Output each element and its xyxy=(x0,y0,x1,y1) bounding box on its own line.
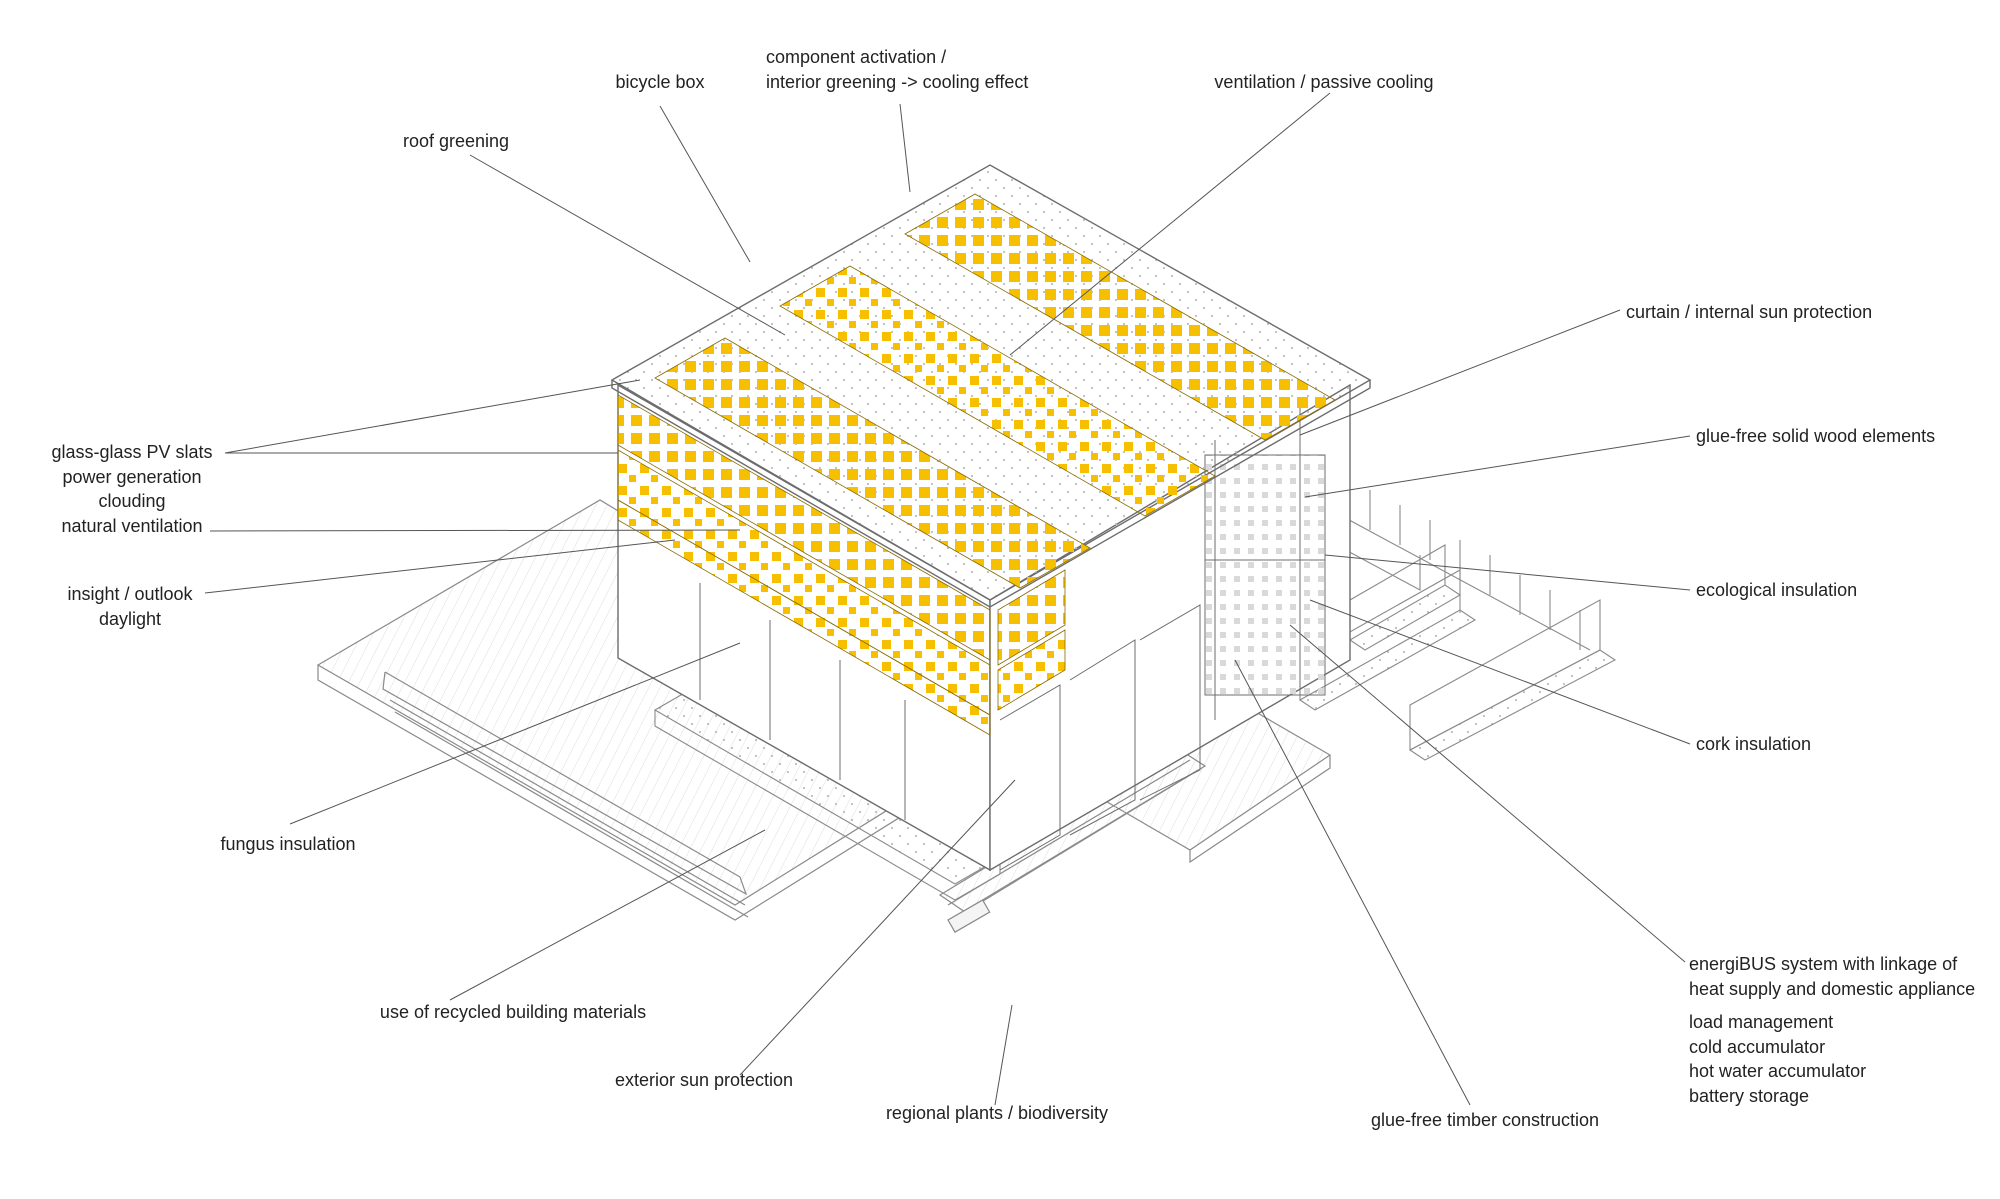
label-timber-construction: glue-free timber construction xyxy=(1371,1108,1599,1133)
label-line: cork insulation xyxy=(1696,734,1812,754)
label-glue-free-wood: glue-free solid wood elements xyxy=(1696,424,1935,449)
label-glass-pv: glass-glass PV slats power generation cl… xyxy=(51,440,212,538)
label-regional-plants: regional plants / biodiversity xyxy=(886,1101,1108,1126)
front-deck-edge xyxy=(317,665,1001,921)
pv-corner-lower xyxy=(997,629,1066,711)
label-exterior-sun: exterior sun protection xyxy=(615,1068,793,1093)
label-line: battery storage xyxy=(1689,1085,1810,1106)
deck-steps-left xyxy=(382,671,748,896)
label-line: power generation xyxy=(62,466,202,487)
label-line: curtain / internal sun protection xyxy=(1626,302,1873,322)
label-ventilation: ventilation / passive cooling xyxy=(1214,70,1433,95)
bench xyxy=(947,899,991,933)
label-line: ecological insulation xyxy=(1696,580,1858,600)
label-line: heat supply and domestic appliance xyxy=(1689,978,1976,999)
label-line: glue-free timber construction xyxy=(1370,1110,1600,1130)
label-ecological-insulation: ecological insulation xyxy=(1696,578,1857,603)
label-storage: load management cold accumulator hot wat… xyxy=(1689,1010,1866,1108)
label-line: regional plants / biodiversity xyxy=(885,1103,1109,1123)
leader-lines xyxy=(204,92,1691,1106)
pv-band-lower xyxy=(617,499,991,736)
label-line: ventilation / passive cooling xyxy=(1214,72,1434,92)
planter-right-3 xyxy=(1408,649,1617,761)
label-component-activation: component activation / interior greening… xyxy=(766,45,1028,94)
label-line: daylight xyxy=(98,608,162,629)
label-line: component activation / xyxy=(766,47,947,67)
label-fungus-insulation: fungus insulation xyxy=(220,832,355,857)
label-roof-greening: roof greening xyxy=(403,129,509,154)
pv-corner-upper xyxy=(997,569,1066,666)
label-line: glue-free solid wood elements xyxy=(1696,426,1936,446)
label-line: cold accumulator xyxy=(1689,1036,1826,1057)
label-line: natural ventilation xyxy=(61,515,203,536)
roof-pv-group xyxy=(654,193,1336,589)
pv-band-upper xyxy=(617,394,991,661)
planters-group xyxy=(653,480,1617,901)
planter-right-2 xyxy=(1298,609,1477,711)
label-line: load management xyxy=(1689,1012,1834,1032)
pv-facade-group xyxy=(617,394,1066,736)
roof-pv-strip-1 xyxy=(654,337,1091,589)
label-line: exterior sun protection xyxy=(614,1070,794,1090)
planter-right-1 xyxy=(1348,584,1462,651)
label-curtain: curtain / internal sun protection xyxy=(1626,300,1872,325)
roof-pv-strip-2 xyxy=(779,265,1216,517)
label-recycled-materials: use of recycled building materials xyxy=(380,1000,646,1025)
label-line: interior greening -> cooling effect xyxy=(766,71,1029,92)
roof-pv-strip-3 xyxy=(904,193,1336,441)
label-line: fungus insulation xyxy=(220,834,356,854)
label-energibus: energiBUS system with linkage of heat su… xyxy=(1689,952,1975,1001)
label-line: bicycle box xyxy=(615,72,705,92)
label-line: clouding xyxy=(98,491,166,511)
label-line: insight / outlook xyxy=(67,584,193,604)
label-bicycle-box: bicycle box xyxy=(615,70,704,95)
label-line: hot water accumulator xyxy=(1689,1061,1867,1081)
label-insight: insight / outlook daylight xyxy=(67,582,192,631)
label-cork-insulation: cork insulation xyxy=(1696,732,1811,757)
label-line: use of recycled building materials xyxy=(379,1002,647,1022)
label-line: glass-glass PV slats xyxy=(51,442,213,462)
label-line: energiBUS system with linkage of xyxy=(1689,954,1958,974)
glass-curtain-wall xyxy=(1204,454,1326,696)
label-line: roof greening xyxy=(402,131,510,151)
